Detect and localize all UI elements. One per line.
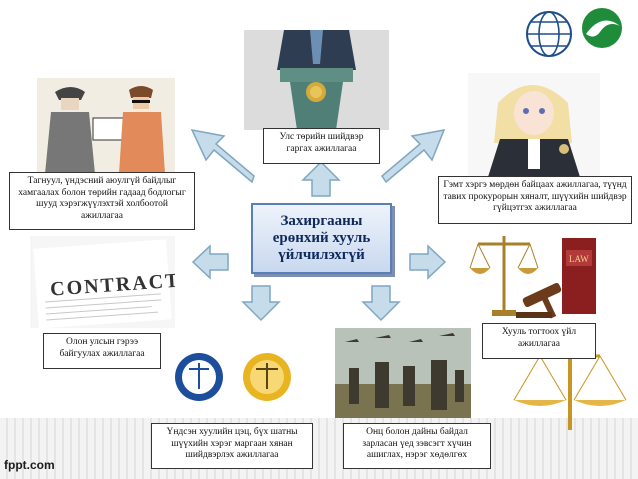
officer-illustration xyxy=(468,73,600,177)
contract-illustration: CONTRACT xyxy=(30,236,175,328)
logo xyxy=(524,4,634,62)
label-bottom-right: Онц болон дайны байдал зарласан үед зэвс… xyxy=(343,423,491,469)
center-node: Захиргааны ерөнхий хууль үйлчилэхгүй xyxy=(251,203,392,274)
arrow-down-right xyxy=(361,285,401,322)
arrow-left xyxy=(191,244,229,280)
arrow-down-left xyxy=(241,285,281,322)
spies-illustration xyxy=(37,78,175,174)
arrow-up xyxy=(301,160,341,197)
arrow-up-right xyxy=(381,129,446,184)
footer-brand: fppt.com xyxy=(4,458,55,472)
bottom-decorative-band xyxy=(0,418,638,479)
label-top: Улс төрийн шийдвэр гаргах ажиллагаа xyxy=(263,128,380,164)
arrow-up-left xyxy=(190,128,255,184)
court-emblem-illustration xyxy=(170,349,295,405)
label-right: Хууль тогтоох үйл ажиллагаа xyxy=(482,323,596,359)
label-left: Олон улсын гэрээ байгуулах ажиллагаа xyxy=(43,333,161,369)
law-book-word: LAW xyxy=(569,254,589,264)
arrow-right xyxy=(409,244,447,280)
soldiers-illustration xyxy=(335,328,471,418)
label-top-right: Гэмт хэргэ мөрдөн байцаах ажиллагаа, түү… xyxy=(438,176,632,224)
center-title: Захиргааны ерөнхий хууль үйлчилэхгүй xyxy=(272,213,371,263)
label-top-left: Тагнуул, үндэсний аюулгүй байдлыг хамгаа… xyxy=(9,172,195,230)
label-bottom-left: Үндсэн хуулийн цэц, бүх шатны шүүхийн хэ… xyxy=(151,423,313,469)
scales-gavel-illustration: LAW xyxy=(466,230,604,322)
podium-illustration xyxy=(244,30,389,130)
